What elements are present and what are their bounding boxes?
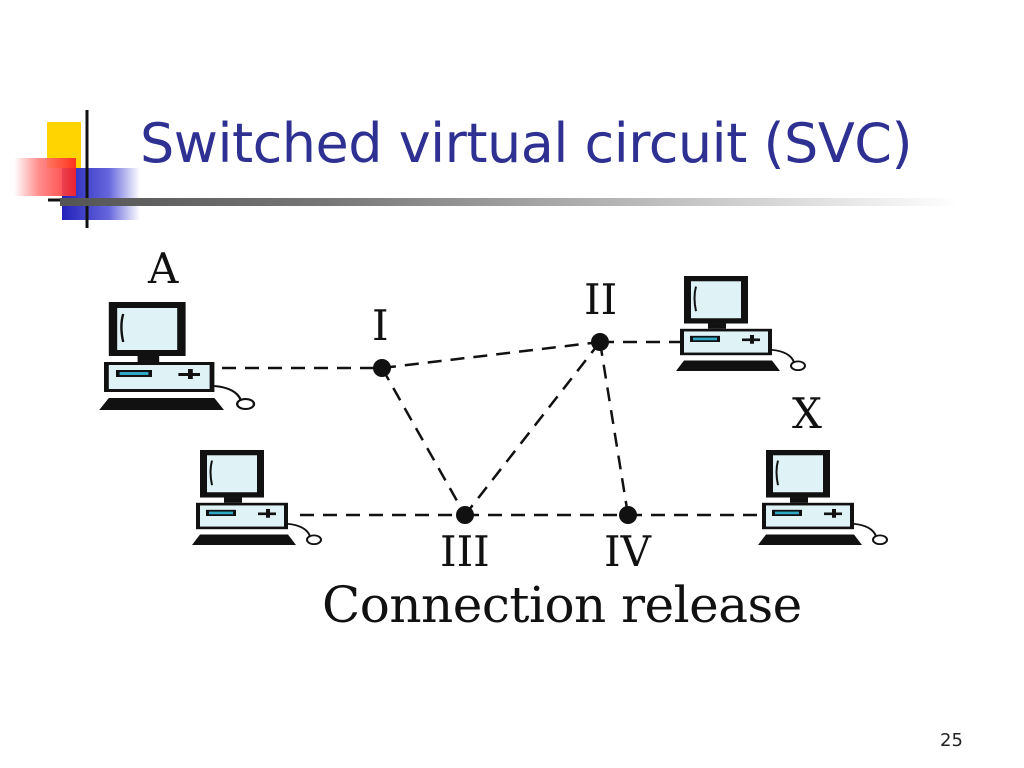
switch-node-ii [591, 333, 609, 351]
link-i-to-ii [381, 340, 601, 370]
switch-label-iv: IV [604, 527, 652, 576]
switch-node-iv [619, 506, 637, 524]
slide-title: Switched virtual circuit (SVC) [140, 112, 913, 175]
computer-icon-x [757, 449, 888, 547]
page-number: 25 [940, 730, 963, 751]
link-ii-to-iv [598, 341, 630, 516]
computer-label-a: A [147, 244, 179, 293]
link-ii-to-iii [464, 341, 601, 516]
title-underline [60, 198, 960, 206]
switch-node-i [373, 359, 391, 377]
computer-icon-top-right [675, 275, 806, 373]
computer-icon-bottom-left [191, 449, 322, 547]
switch-label-iii: III [440, 527, 490, 576]
switch-label-ii: II [584, 275, 617, 324]
link-i-to-iii [380, 367, 467, 516]
diagram-caption: Connection release [322, 576, 802, 634]
computer-icon-a [97, 300, 256, 412]
switch-label-i: I [372, 301, 389, 350]
switch-node-iii [456, 506, 474, 524]
computer-label-x: X [792, 389, 822, 438]
